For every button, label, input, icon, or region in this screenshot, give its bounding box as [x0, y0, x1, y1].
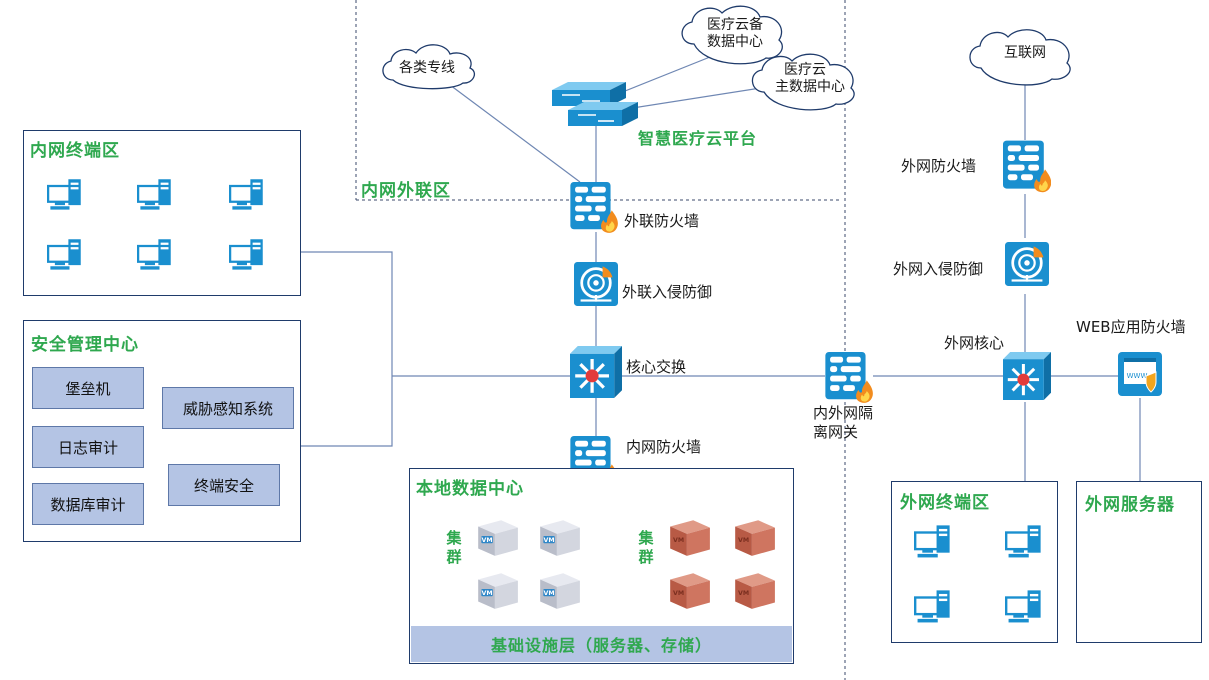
cluster-2-char-2: 群 — [638, 548, 654, 566]
outer-server-title: 外网服务器 — [1085, 495, 1175, 515]
vm-icon — [731, 569, 777, 611]
outer-terminal-title: 外网终端区 — [900, 493, 990, 513]
cloud-lines-label: 各类专线 — [399, 60, 455, 76]
waf-icon: WWW — [1118, 352, 1162, 396]
vm-icon — [474, 516, 520, 558]
switch-icon — [552, 82, 638, 126]
vm-icon — [666, 516, 712, 558]
cluster-1-char-2: 群 — [446, 548, 462, 566]
outer-core-label: 外网核心 — [944, 334, 1005, 352]
computer-icon — [914, 589, 952, 625]
core-switch-label: 核心交换 — [626, 358, 687, 376]
ips-icon — [574, 262, 618, 306]
cloud-backup-label-2: 数据中心 — [707, 34, 763, 50]
computer-icon — [1005, 524, 1043, 560]
computer-icon — [229, 178, 265, 212]
database-audit: 数据库审计 — [32, 483, 144, 525]
vm-icon — [666, 569, 712, 611]
inner-firewall-label: 内网防火墙 — [626, 438, 702, 456]
computer-icon — [137, 178, 173, 212]
endpoint-security: 终端安全 — [168, 464, 280, 506]
cloud-icon — [969, 29, 1071, 86]
vm-icon — [536, 516, 582, 558]
ips-icon — [1005, 240, 1049, 288]
inner-outer-title: 内网外联区 — [361, 181, 451, 201]
computer-icon — [914, 524, 952, 560]
infrastructure-layer: 基础设施层（服务器、存储） — [411, 626, 792, 662]
computer-icon — [47, 238, 83, 272]
computer-icon — [137, 238, 173, 272]
inner-terminal-title: 内网终端区 — [30, 141, 120, 161]
outer-firewall-label: 外网防火墙 — [901, 157, 977, 175]
cluster-2-label: 集 群 — [637, 529, 655, 567]
firewall-icon — [825, 352, 873, 403]
computer-icon — [229, 238, 265, 272]
bastion-host: 堡垒机 — [32, 367, 144, 409]
cloud-backup-label-1: 医疗云备 — [707, 17, 763, 33]
log-audit: 日志审计 — [32, 426, 144, 468]
cloud-icon — [681, 5, 783, 65]
security-center-title: 安全管理中心 — [31, 335, 139, 355]
waf-screen-text: WWW — [1127, 372, 1148, 380]
cloud-platform-label: 智慧医疗云平台 — [638, 129, 758, 148]
cloud-icon — [751, 53, 855, 111]
cluster-1-char-1: 集 — [446, 529, 462, 547]
firewall-icon — [570, 182, 618, 233]
core-switch-icon — [570, 346, 622, 398]
cloud-main-label-2: 主数据中心 — [775, 79, 845, 95]
computer-icon — [1005, 589, 1043, 625]
ext-ips-label: 外联入侵防御 — [622, 283, 713, 301]
local-datacenter-title: 本地数据中心 — [416, 479, 524, 499]
gatekeeper-label-2: 离网关 — [813, 423, 859, 441]
vm-icon — [731, 516, 777, 558]
outer-server-zone — [1076, 481, 1202, 643]
connection-lines — [300, 44, 1141, 481]
cluster-2-char-1: 集 — [638, 529, 654, 547]
cluster-1-label: 集 群 — [445, 529, 463, 567]
ext-firewall-label: 外联防火墙 — [624, 212, 700, 230]
cloud-main-label-1: 医疗云 — [784, 62, 826, 78]
gatekeeper-label-1: 内外网隔 — [813, 404, 874, 422]
waf-label: WEB应用防火墙 — [1076, 318, 1186, 336]
cloud-icon — [382, 44, 476, 90]
threat-awareness: 威胁感知系统 — [162, 387, 294, 429]
vm-icon — [536, 569, 582, 611]
cloud-internet-label: 互联网 — [1004, 45, 1046, 61]
outer-ips-label: 外网入侵防御 — [893, 260, 984, 278]
firewall-icon — [1003, 140, 1051, 193]
core-switch-icon — [1003, 350, 1051, 402]
vm-icon — [474, 569, 520, 611]
computer-icon — [47, 178, 83, 212]
